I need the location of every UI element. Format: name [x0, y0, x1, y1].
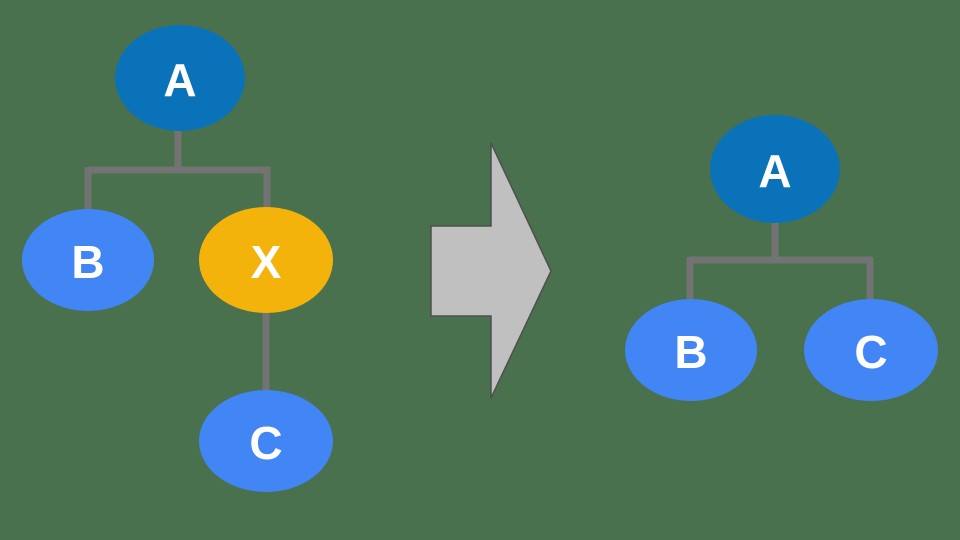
right-arrow-icon: [430, 142, 552, 399]
node-x-before-label: X: [251, 236, 282, 288]
after-tree-connectors: [686, 216, 874, 305]
node-x-before-shape: [199, 207, 333, 313]
node-b-after[interactable]: B: [625, 299, 757, 401]
node-c-before-label: C: [249, 417, 282, 469]
node-b-after-label: B: [674, 326, 707, 378]
node-c-before[interactable]: C: [199, 390, 333, 492]
node-a-after-shape: [710, 115, 840, 223]
node-b-before[interactable]: B: [22, 209, 154, 311]
after-tree-nodes: A B C: [625, 115, 938, 401]
node-c-after[interactable]: C: [804, 299, 938, 401]
node-a-before-label: A: [163, 54, 196, 106]
node-a-before-shape: [115, 25, 245, 131]
node-b-before-shape: [22, 209, 154, 311]
transformation-arrow: [430, 142, 552, 399]
node-a-after[interactable]: A: [710, 115, 840, 223]
before-tree-connectors: [84, 125, 271, 396]
node-c-before-shape: [199, 390, 333, 492]
node-a-after-label: A: [758, 145, 791, 197]
before-tree-nodes: A B X C: [22, 25, 333, 492]
node-c-after-label: C: [854, 326, 887, 378]
node-x-before[interactable]: X: [199, 207, 333, 313]
node-b-before-label: B: [71, 236, 104, 288]
node-a-before[interactable]: A: [115, 25, 245, 131]
node-b-after-shape: [625, 299, 757, 401]
node-c-after-shape: [804, 299, 938, 401]
